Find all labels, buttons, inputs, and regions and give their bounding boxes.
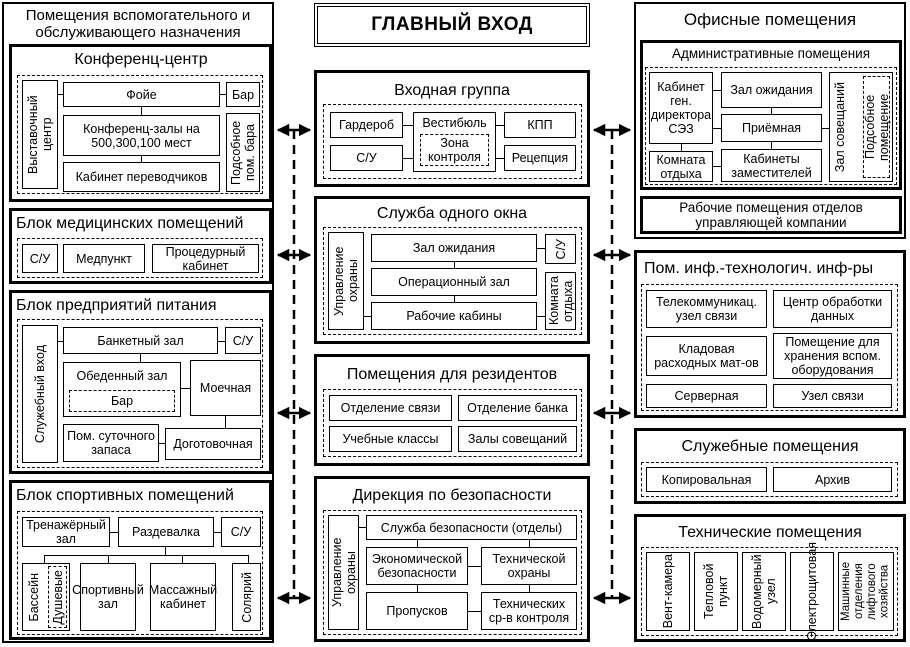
office-title: Офисные помещения <box>683 10 857 29</box>
classrooms: Учебные классы <box>329 426 452 452</box>
waiting-hall: Зал ожидания <box>371 234 537 262</box>
control-zone: Зона контроля <box>420 134 489 166</box>
admin-inner <box>645 67 897 185</box>
food-bar: Бар <box>69 390 175 412</box>
security-management-1: Управление охраны <box>328 232 364 330</box>
technical-guard: Технической охраны <box>481 547 577 585</box>
conference-halls: Конференц-залы на 500,300,100 мест <box>63 115 220 156</box>
work-cabins: Рабочие кабины <box>371 302 537 330</box>
reception-room: Приёмная <box>721 114 822 142</box>
translators-room: Кабинет переводчиков <box>63 162 220 192</box>
communication-node: Узел связи <box>773 384 892 408</box>
vent-chamber: Вент-камера <box>646 552 690 631</box>
sport-wc: С/У <box>221 517 261 547</box>
foyer: Фойе <box>63 82 220 107</box>
telecom-node: Телекоммуникац. узел связи <box>646 290 767 328</box>
consumables-storage: Кладовая расходных мат-ов <box>646 336 767 376</box>
office-rest-room: Комната отдыха <box>649 151 713 182</box>
conference-title: Конференц-центр <box>74 51 208 68</box>
service-inner <box>641 462 898 497</box>
deputies-offices: Кабинеты заместителей <box>721 149 822 182</box>
one-window-title: Служба одного окна <box>376 205 528 222</box>
entry-title: Входная группа <box>394 82 510 99</box>
gym: Тренажёрный зал <box>22 517 110 547</box>
water-meter-node: Водомерный узел <box>742 552 786 631</box>
food-title: Блок предприятий питания <box>16 297 217 314</box>
it-inner <box>641 284 898 411</box>
medical-wc: С/У <box>22 244 58 273</box>
server-room: Серверная <box>646 384 767 408</box>
sport-inner <box>17 511 263 635</box>
cloakroom: Гардероб <box>330 112 403 138</box>
tech-control-means: Технических ср-в контроля <box>481 592 577 630</box>
security-title: Дирекция по безопасности <box>352 487 552 504</box>
admin-title: Административные помещения <box>671 46 871 61</box>
main-entrance-box: ГЛАВНЫЙ ВХОД <box>314 3 590 47</box>
office-waiting: Зал ожидания <box>721 72 822 108</box>
medical-inner <box>17 238 263 278</box>
security-management-2: Управление охраны <box>328 515 359 630</box>
entry-wc: С/У <box>330 145 403 171</box>
meeting-aux-room: Подсобное помещение <box>863 76 891 178</box>
medical-title: Блок медицинских помещений <box>16 215 244 232</box>
copy-room: Копировальная <box>646 467 767 492</box>
medpoint: Медпункт <box>63 244 145 273</box>
bank-office: Отделение банка <box>458 395 577 421</box>
passes-office: Пропусков <box>366 592 468 630</box>
entry-inner <box>323 104 582 179</box>
aux-equipment-storage: Помещение для хранения вспом. оборудован… <box>773 333 892 379</box>
post-office: Отделение связи <box>329 395 452 421</box>
conference-inner <box>17 75 263 194</box>
main-entrance-label: ГЛАВНЫЙ ВХОД <box>371 14 533 35</box>
security-service: Служба безопасности (отделы) <box>366 515 577 540</box>
bar: Бар <box>226 82 260 107</box>
dishwashing: Моечная <box>190 360 261 416</box>
heat-point: Тепловой пункт <box>694 552 738 631</box>
lift-machine-rooms: Машинные отделения лифтового хозяйства <box>838 552 894 631</box>
exhibition-center: Выставочный центр <box>22 80 58 189</box>
director-office: Кабинет ген. директора СЭЗ <box>649 72 713 144</box>
residents-title: Помещения для резидентов <box>346 366 558 383</box>
sport-title: Блок спортивных помещений <box>16 487 234 504</box>
showers: Душевые <box>48 566 67 628</box>
finishing-kitchen: Доготовочная <box>165 428 261 460</box>
daily-stock: Пом. суточного запаса <box>63 424 159 462</box>
reception: Рецепция <box>504 145 576 171</box>
checkpoint: КПП <box>504 112 576 138</box>
operation-hall: Операционный зал <box>371 268 537 296</box>
one-window-inner <box>323 227 582 335</box>
archive: Архив <box>773 467 892 492</box>
procedure-room: Процедурный кабинет <box>152 244 259 273</box>
data-center: Центр обработки данных <box>773 290 892 328</box>
one-window-wc: С/У <box>545 234 576 264</box>
meeting-halls: Залы совещаний <box>458 426 577 452</box>
locker-room: Раздевалка <box>118 517 214 547</box>
electrical-room: Электрощитовая <box>790 542 834 641</box>
service-title: Служебные помещения <box>681 438 859 455</box>
residents-inner <box>323 389 582 457</box>
aux-column-title: Помещения вспомогательного и обслуживающ… <box>25 7 251 41</box>
economic-security: Экономической безопасности <box>366 547 468 585</box>
company-workrooms: Рабочие помещения отделов управляющей ко… <box>640 196 902 234</box>
security-inner <box>323 510 582 635</box>
it-title: Пом. инф.-технологич. инф-ры <box>644 260 874 277</box>
sport-hall: Спортивный зал <box>72 563 144 631</box>
rest-room: Комната отдыха <box>545 272 576 330</box>
massage-room: Массажный кабинет <box>149 563 217 631</box>
food-wc: С/У <box>225 327 261 354</box>
bar-aux-room: Подсобное пом. бара <box>226 113 260 192</box>
tech-title: Технические помещения <box>678 524 862 541</box>
solarium: Солярий <box>232 563 261 631</box>
service-entry: Служебный вход <box>22 325 58 463</box>
food-inner <box>17 319 263 468</box>
tech-inner <box>641 547 898 636</box>
banquet-hall: Банкетный зал <box>63 327 218 354</box>
